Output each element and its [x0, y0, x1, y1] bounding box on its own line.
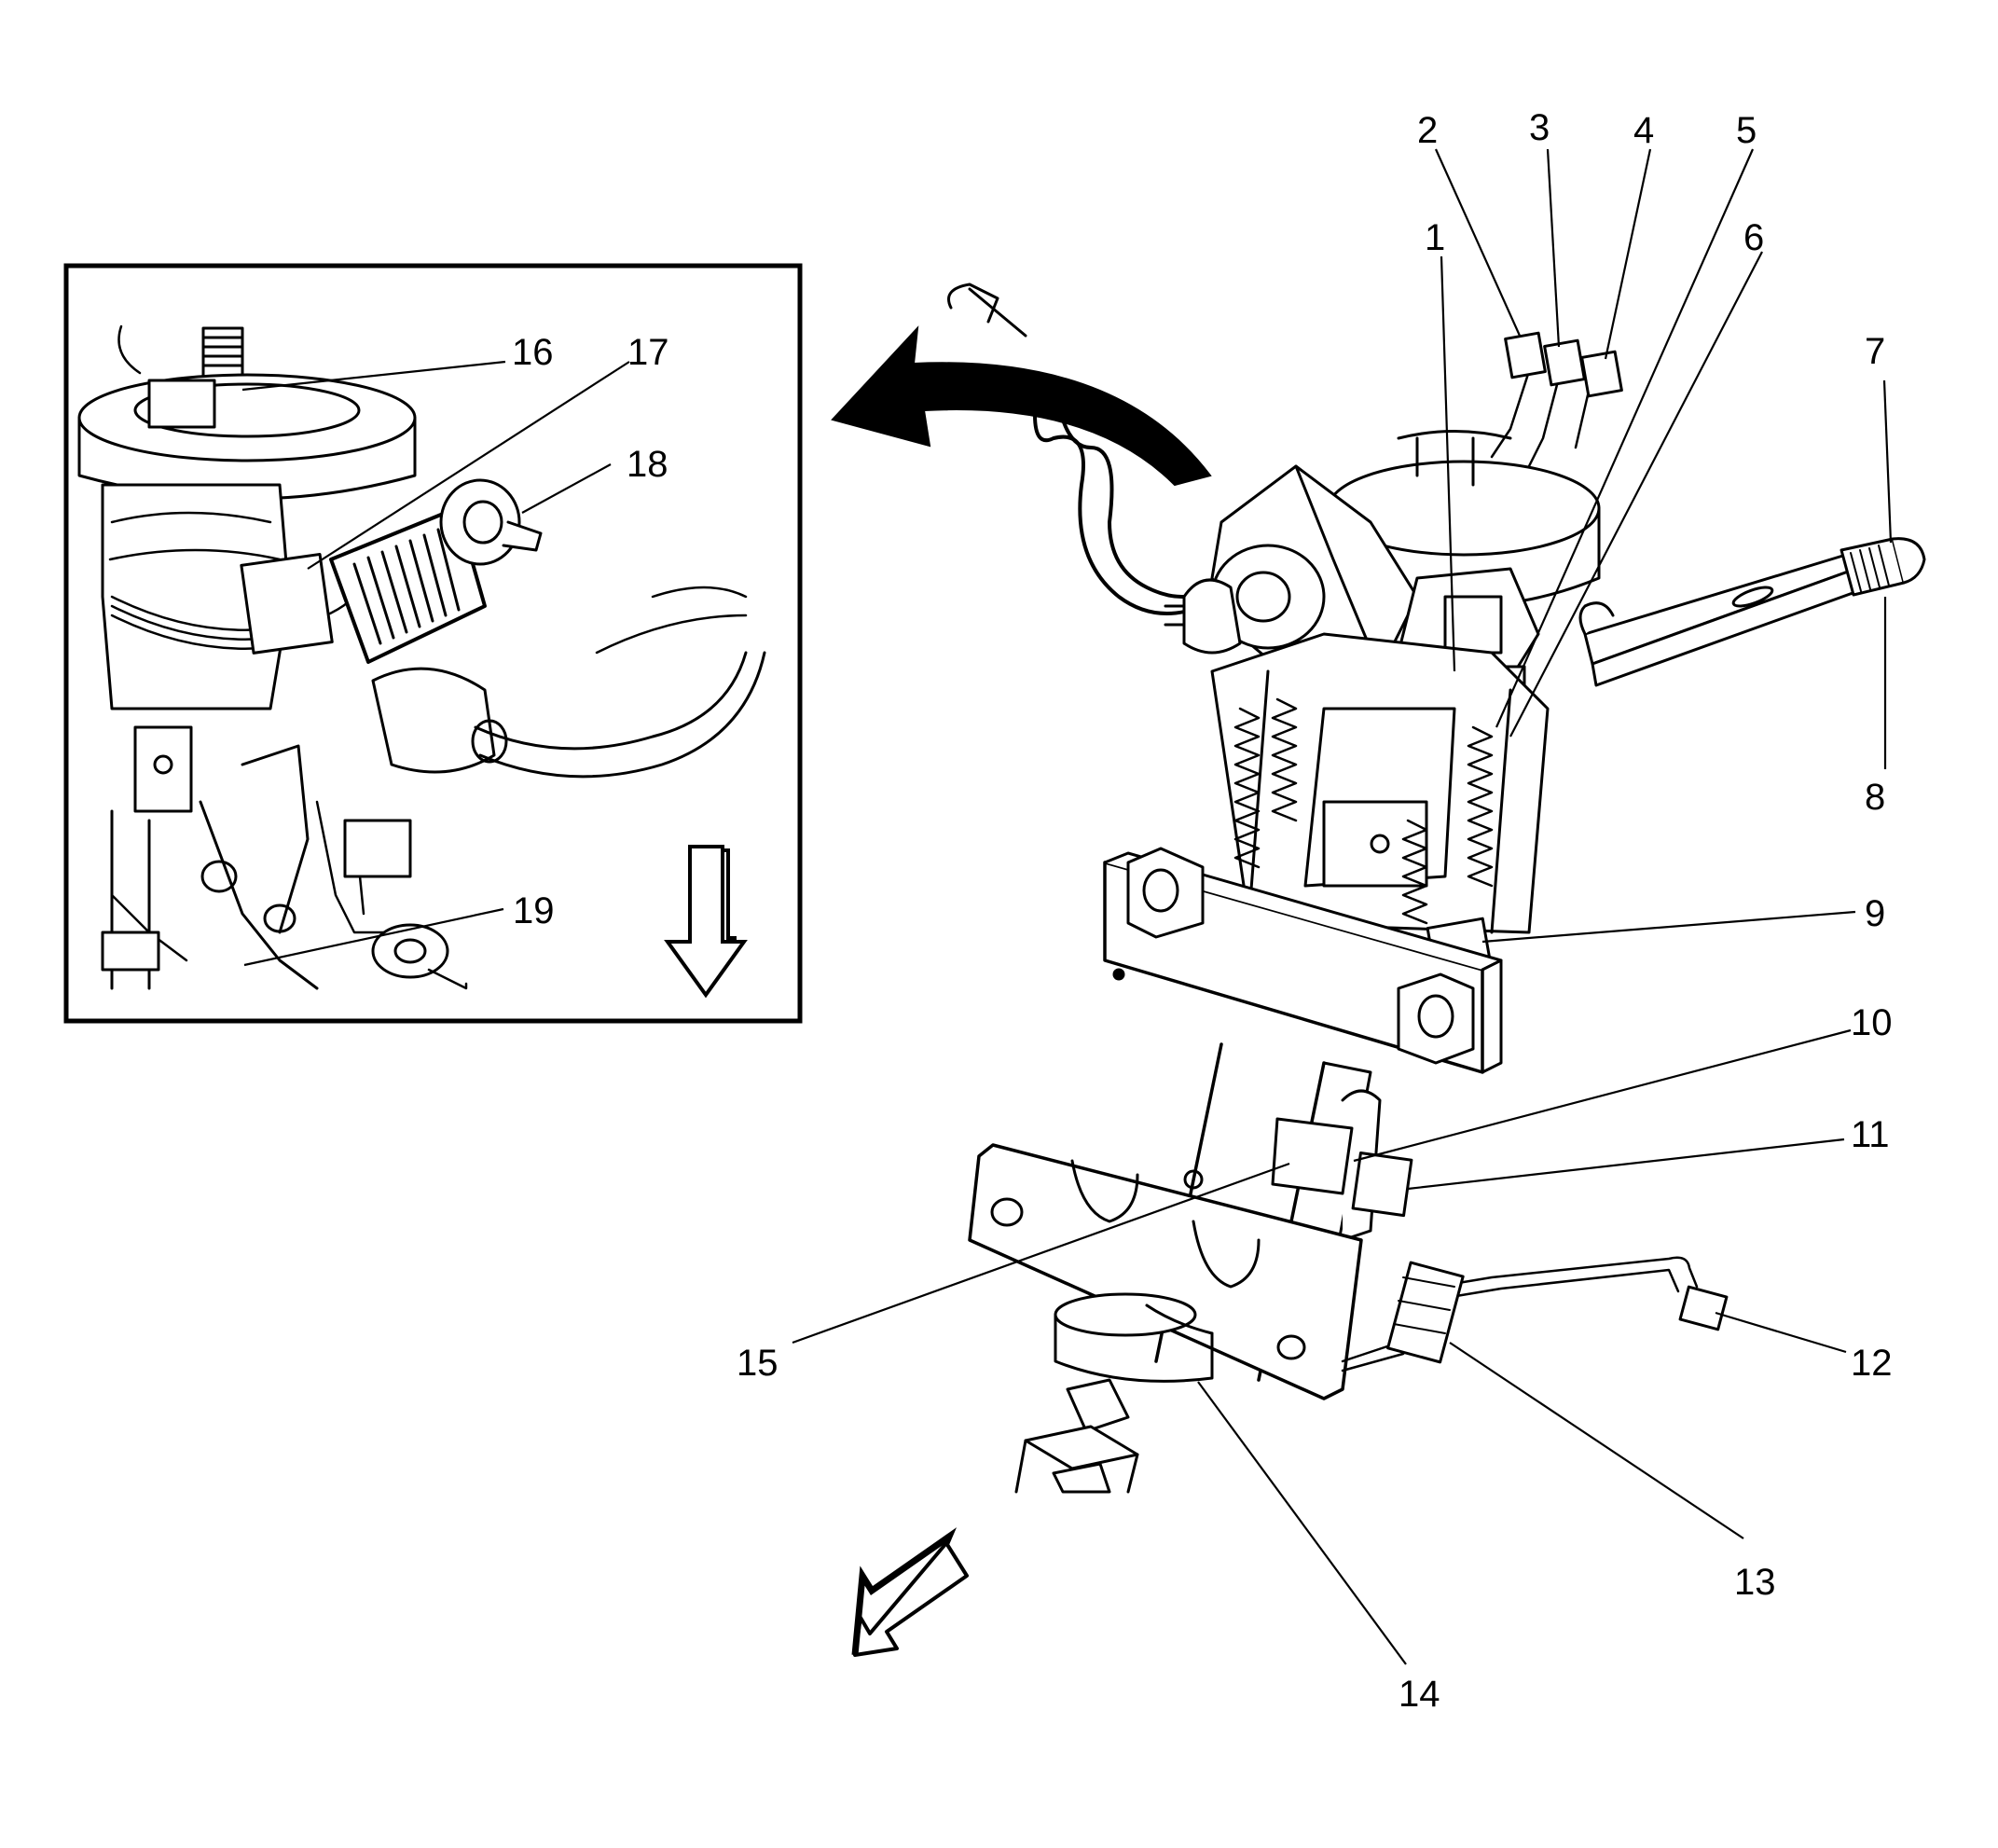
callout-9: 9: [1865, 893, 1885, 934]
leader-13: [1449, 1342, 1744, 1539]
leader-2: [1434, 148, 1522, 337]
leader-14: [1197, 1381, 1407, 1665]
callout-18: 18: [627, 444, 668, 485]
callout-5: 5: [1736, 110, 1757, 151]
callout-13: 13: [1734, 1562, 1776, 1603]
connector-12: [1678, 1285, 1729, 1331]
callout-1: 1: [1425, 217, 1445, 258]
inset-drawing: [77, 324, 766, 990]
diagonal-arrow-icon: [851, 1527, 969, 1657]
leader-11: [1407, 1138, 1845, 1191]
leader-1: [1440, 255, 1456, 672]
connector-3: [1543, 338, 1586, 387]
callout-7: 7: [1865, 331, 1885, 372]
leader-5: [1495, 148, 1755, 728]
callout-11: 11: [1851, 1114, 1890, 1155]
callout-8: 8: [1865, 777, 1885, 818]
leader-10: [1353, 1028, 1852, 1163]
leader-lines: [792, 148, 1893, 1665]
callout-14: 14: [1399, 1674, 1440, 1715]
leader-18: [521, 463, 612, 514]
callout-15: 15: [737, 1343, 779, 1384]
callout-12: 12: [1851, 1343, 1893, 1384]
callout-3: 3: [1529, 107, 1550, 148]
leader-6: [1509, 251, 1763, 738]
multifunction-stalk: [1583, 537, 1926, 687]
finned-module: [329, 506, 487, 664]
leader-4: [1604, 148, 1652, 360]
leader-3: [1546, 148, 1561, 348]
connector-2: [1504, 331, 1547, 379]
callout-4: 4: [1633, 110, 1654, 151]
callout-16: 16: [512, 332, 554, 373]
callout-2: 2: [1417, 110, 1438, 151]
leader-12: [1715, 1311, 1847, 1354]
connector-4: [1580, 350, 1623, 398]
callout-19: 19: [513, 890, 555, 931]
callout-10: 10: [1851, 1002, 1893, 1043]
callout-17: 17: [627, 332, 669, 373]
inset-detail-view: 16 17 18 19: [63, 263, 803, 1024]
leader-15: [792, 1162, 1290, 1345]
leader-9: [1481, 910, 1856, 944]
down-arrow-icon: [664, 845, 748, 999]
curved-arrow-icon: [831, 325, 1212, 487]
leader-16: [241, 360, 506, 392]
callouts: 1 2 3 4 5 6 7 8 9 10 11 12 13 14 15: [737, 107, 1893, 1715]
callout-6: 6: [1743, 217, 1764, 258]
leader-7: [1882, 379, 1893, 544]
leader-19: [243, 907, 504, 967]
leader-17: [307, 361, 630, 570]
steering-column-main: [947, 283, 1926, 1494]
